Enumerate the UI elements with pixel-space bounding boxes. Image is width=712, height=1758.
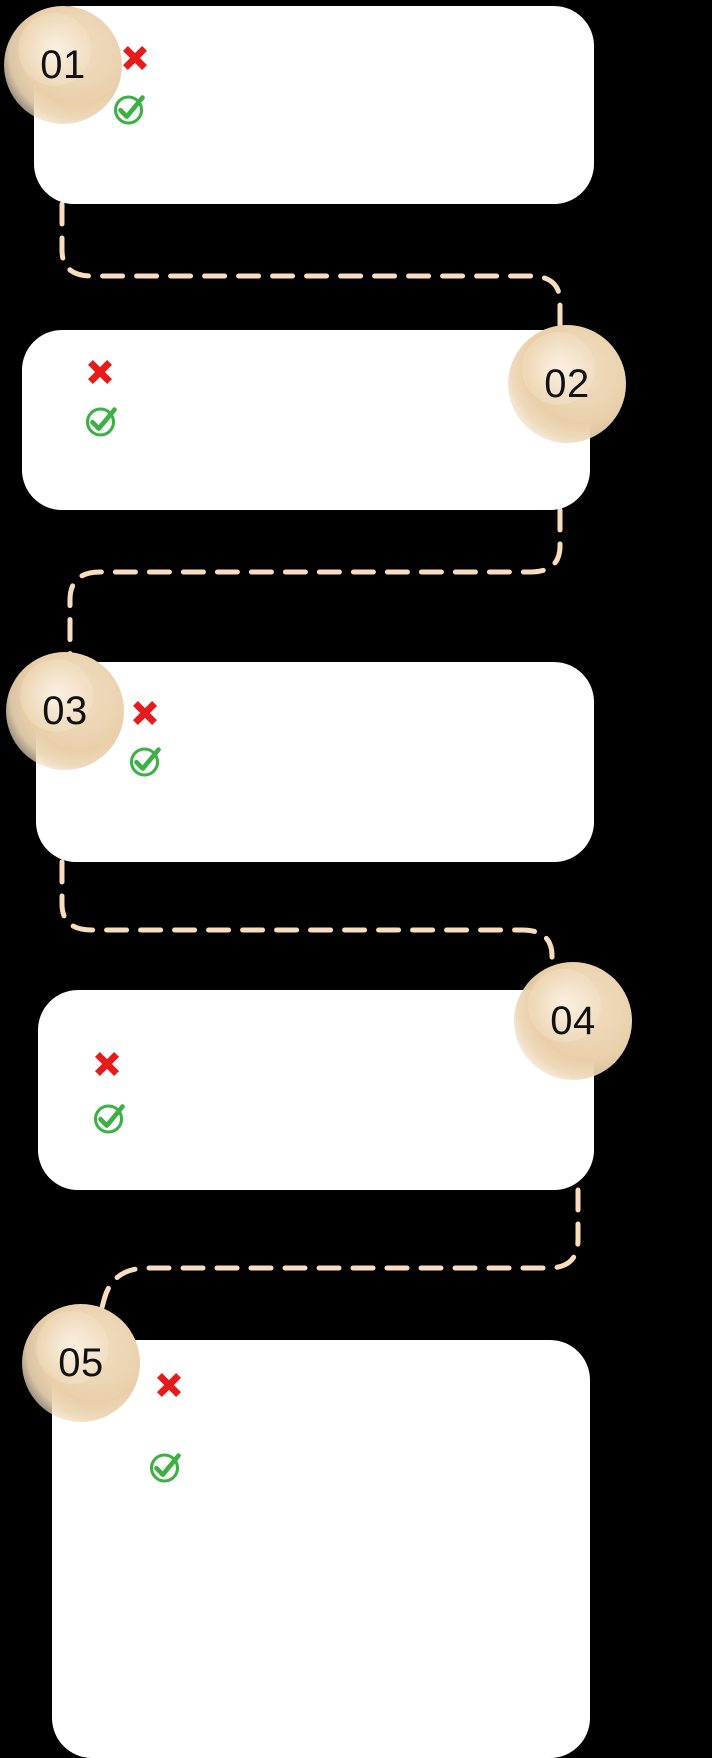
step-card-04[interactable] — [38, 990, 594, 1190]
check-circle-icon — [110, 88, 150, 128]
connector-01-02 — [59, 201, 563, 337]
step-number-label: 03 — [42, 689, 88, 733]
step-number-label: 05 — [58, 1341, 104, 1385]
step-number-label: 02 — [544, 362, 590, 406]
check-circle-icon — [146, 1446, 186, 1486]
cross-icon — [118, 41, 152, 75]
step-number-label: 04 — [550, 999, 596, 1043]
cross-icon — [90, 1047, 124, 1081]
connector-03-04 — [59, 859, 555, 993]
step-badge-05[interactable]: 05 — [22, 1304, 140, 1422]
connector-02-03 — [67, 507, 563, 663]
check-circle-icon — [90, 1097, 130, 1137]
cross-icon — [152, 1368, 186, 1402]
cross-icon — [128, 696, 162, 730]
step-badge-02[interactable]: 02 — [508, 325, 626, 443]
cross-icon — [83, 355, 117, 389]
step-badge-04[interactable]: 04 — [514, 962, 632, 1080]
step-card-03[interactable] — [36, 662, 594, 862]
step-badge-03[interactable]: 03 — [6, 652, 124, 770]
step-card-05[interactable] — [52, 1340, 590, 1758]
step-card-01[interactable] — [34, 6, 594, 204]
step-number-label: 01 — [40, 43, 86, 87]
check-circle-icon — [126, 740, 166, 780]
step-card-02[interactable] — [22, 330, 590, 510]
connector-04-05 — [93, 1187, 581, 1333]
check-circle-icon — [82, 400, 122, 440]
step-badge-01[interactable]: 01 — [4, 6, 122, 124]
